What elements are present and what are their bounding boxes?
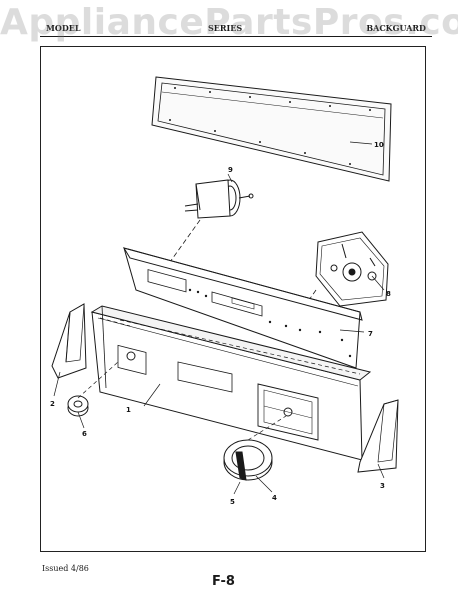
callout-leaders: [53, 141, 385, 495]
part-10-gasket: [151, 76, 392, 182]
callout-9: 9: [228, 166, 233, 174]
header-section-title: BACKGUARD: [366, 23, 426, 33]
panel-dashed-lines: [99, 317, 361, 375]
part-9-pressure-switch: [184, 179, 254, 219]
header-series: SERIES: [208, 23, 243, 33]
plate-holes: [188, 288, 352, 358]
callout-6: 6: [82, 430, 87, 438]
part-8-timer: [315, 231, 389, 307]
part-2-left-end-cap: [51, 303, 87, 379]
part-3-right-end-cap: [357, 399, 399, 473]
gasket-holes: [169, 87, 371, 165]
callout-8: 8: [386, 290, 391, 298]
callout-7: 7: [368, 330, 373, 338]
page-header: MODEL SERIES BACKGUARD: [40, 20, 432, 36]
callout-3: 3: [380, 482, 385, 490]
issued-date: Issued 4/86: [42, 564, 89, 573]
part-1-control-panel: [90, 305, 372, 461]
part-4-timer-knob: [223, 415, 287, 481]
part-7-control-plate: [122, 247, 363, 369]
diagram-frame: [40, 46, 426, 552]
header-model: MODEL: [46, 23, 81, 33]
callout-5: 5: [230, 498, 235, 506]
page-number: F-8: [212, 574, 235, 589]
callout-1: 1: [126, 406, 131, 414]
callout-4: 4: [272, 494, 277, 502]
callout-2: 2: [50, 400, 55, 408]
callout-10: 10: [374, 141, 384, 149]
leader-9-dashed: [169, 219, 201, 263]
header-rule: [40, 36, 432, 37]
